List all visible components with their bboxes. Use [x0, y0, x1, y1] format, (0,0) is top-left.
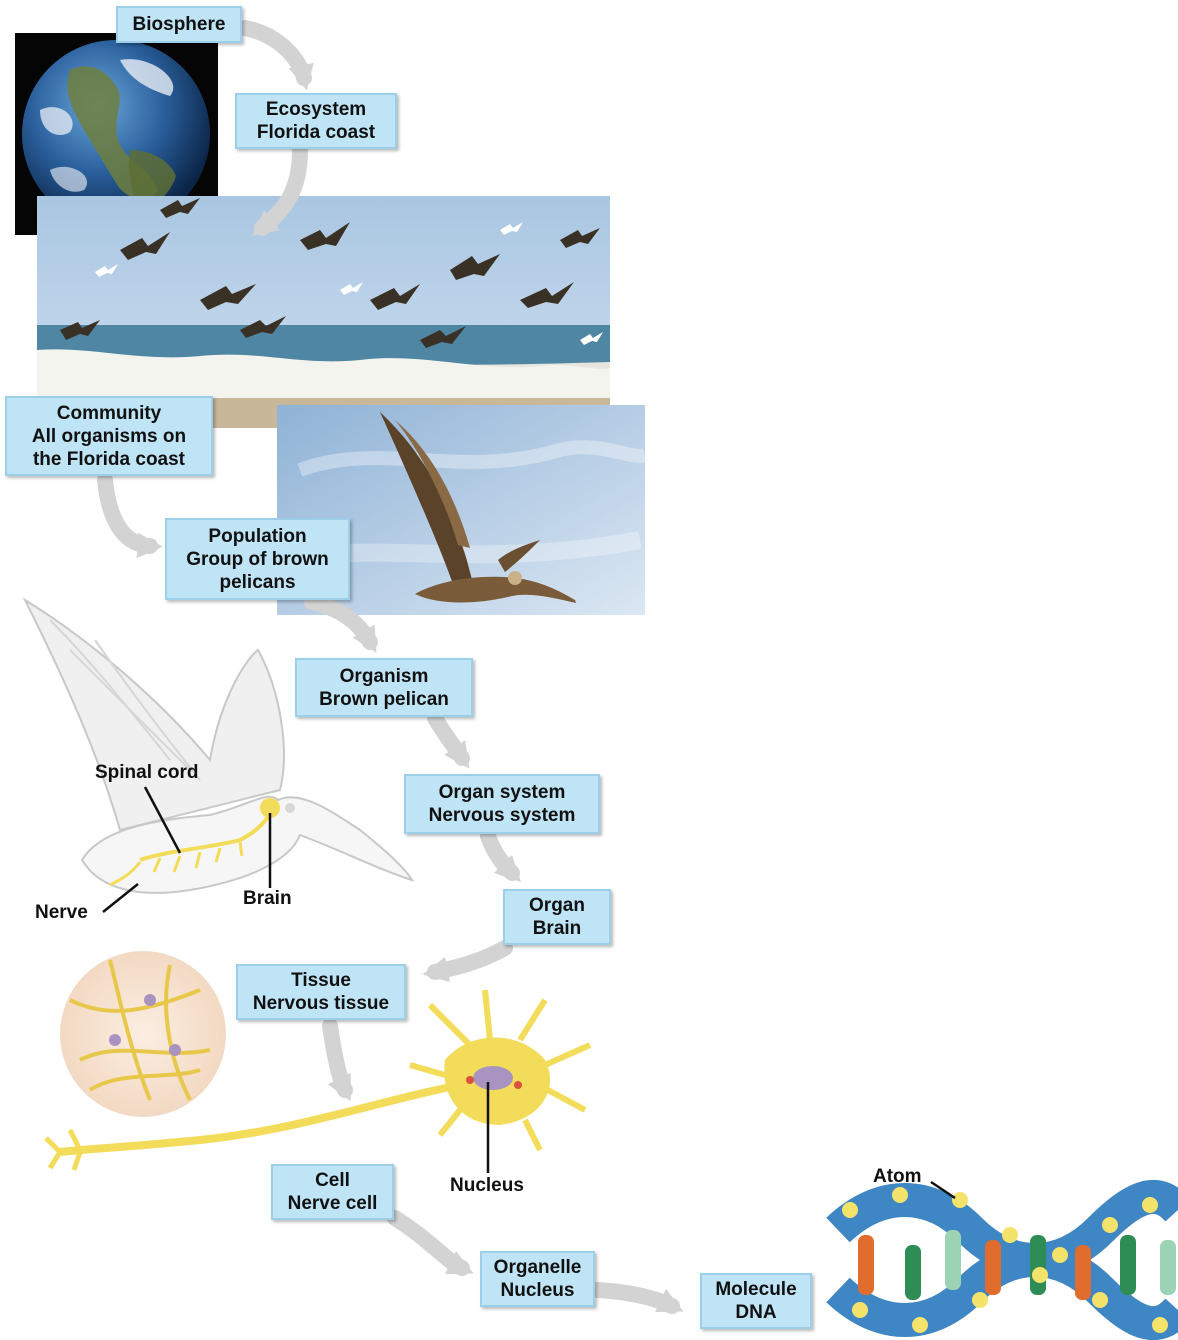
organelle-example: Nucleus [501, 1279, 575, 1302]
tissue-example: Nervous tissue [253, 992, 389, 1015]
label-ecosystem: Ecosystem Florida coast [235, 93, 397, 149]
population-title: Population [208, 525, 306, 548]
organism-example: Brown pelican [319, 688, 449, 711]
cell-title: Cell [315, 1169, 350, 1192]
nervous-tissue-image [60, 951, 226, 1117]
pelican-nervous-system-drawing [25, 600, 412, 893]
molecule-title: Molecule [715, 1278, 796, 1301]
nerve-label: Nerve [35, 902, 88, 924]
label-organelle: Organelle Nucleus [480, 1251, 595, 1307]
organ-example: Brain [533, 917, 582, 940]
dna-molecule-image [838, 1187, 1178, 1333]
ecosystem-title: Ecosystem [266, 98, 366, 121]
label-molecule: Molecule DNA [700, 1273, 812, 1329]
label-organ: Organ Brain [503, 889, 611, 945]
label-community: Community All organisms on the Florida c… [5, 396, 213, 476]
organ-system-title: Organ system [439, 781, 566, 804]
label-biosphere: Biosphere [116, 6, 242, 43]
label-cell: Cell Nerve cell [271, 1164, 394, 1220]
cell-example: Nerve cell [288, 1192, 378, 1215]
label-organ-system: Organ system Nervous system [404, 774, 600, 834]
organism-title: Organism [340, 665, 429, 688]
community-title: Community [57, 402, 162, 425]
population-example-line2: pelicans [219, 571, 295, 594]
tissue-title: Tissue [291, 969, 351, 992]
organ-system-example: Nervous system [429, 804, 576, 827]
biosphere-title: Biosphere [133, 13, 226, 36]
nucleus-label: Nucleus [450, 1175, 524, 1197]
organelle-title: Organelle [494, 1256, 582, 1279]
label-tissue: Tissue Nervous tissue [236, 964, 406, 1020]
label-organism: Organism Brown pelican [295, 658, 473, 717]
community-example-line2: the Florida coast [33, 448, 185, 471]
atom-label: Atom [873, 1166, 922, 1188]
ecosystem-example: Florida coast [257, 121, 375, 144]
brain-label: Brain [243, 888, 292, 910]
spinal-cord-label: Spinal cord [95, 762, 198, 784]
molecule-example: DNA [735, 1301, 776, 1324]
community-example-line1: All organisms on [32, 425, 186, 448]
population-example-line1: Group of brown [186, 548, 328, 571]
ecosystem-photo [37, 196, 610, 428]
organ-title: Organ [529, 894, 585, 917]
label-population: Population Group of brown pelicans [165, 518, 350, 600]
